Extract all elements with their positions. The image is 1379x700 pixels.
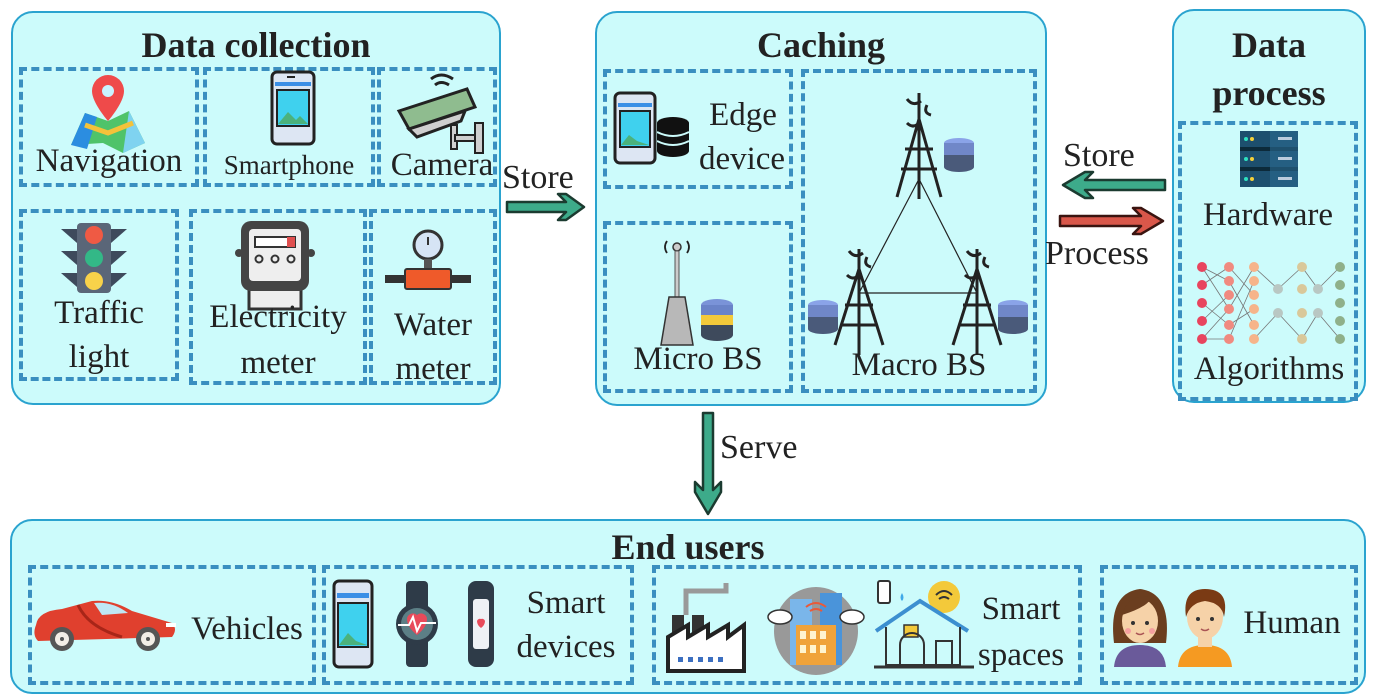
woman-avatar-icon bbox=[1113, 589, 1167, 667]
camera-box bbox=[377, 67, 497, 187]
macro-bs-box bbox=[801, 69, 1037, 393]
neural-network-icon bbox=[1197, 262, 1345, 344]
human-label: Human bbox=[1243, 605, 1341, 641]
camera-label: Camera bbox=[390, 147, 494, 183]
water-meter-label-line1: Water bbox=[394, 307, 472, 343]
smart-city-icon bbox=[767, 587, 865, 675]
end-users-title: End users bbox=[611, 527, 765, 567]
data-process-title-line1: Data bbox=[1232, 25, 1306, 65]
store-arrow-label-left: Store bbox=[502, 159, 574, 196]
edge-device-icon bbox=[613, 91, 690, 165]
traffic-light-box bbox=[19, 209, 179, 381]
store-arrow-right-icon bbox=[505, 192, 586, 222]
traffic-light-icon bbox=[61, 223, 127, 293]
process-arrow-label: Process bbox=[1045, 235, 1149, 272]
end-users-panel: End users Vehicles Smart devices bbox=[10, 519, 1366, 694]
traffic-light-label-line2: light bbox=[68, 339, 130, 375]
smartphone-box bbox=[203, 67, 375, 187]
smart-spaces-label-line2: spaces bbox=[977, 637, 1065, 673]
man-avatar-icon bbox=[1178, 589, 1232, 667]
electricity-meter-label-line1: Electricity bbox=[209, 299, 347, 335]
macro-bs-label: Macro BS bbox=[851, 347, 987, 383]
smart-spaces-label-line1: Smart bbox=[981, 591, 1061, 627]
human-box bbox=[1100, 565, 1358, 685]
data-process-panel: Data process Hardware Algorithms bbox=[1172, 9, 1366, 403]
data-process-title-line2: process bbox=[1212, 73, 1326, 113]
smartwatch-icon bbox=[396, 581, 438, 667]
smartphone-label: Smartphone bbox=[223, 150, 355, 180]
edge-device-box bbox=[603, 69, 793, 189]
edge-device-label-line2: device bbox=[698, 141, 786, 177]
smart-devices-box bbox=[322, 565, 634, 685]
smart-spaces-box bbox=[652, 565, 1082, 685]
factory-icon bbox=[666, 583, 746, 673]
vehicles-box bbox=[28, 565, 316, 685]
store-arrow-label-right: Store bbox=[1063, 137, 1135, 174]
macro-base-station-icon bbox=[808, 93, 1028, 355]
caching-panel: Caching Edge device Micro BS bbox=[595, 11, 1047, 406]
smart-devices-label-line2: devices bbox=[516, 629, 616, 665]
server-icon bbox=[1240, 131, 1298, 187]
db-left bbox=[808, 300, 838, 334]
data-process-box bbox=[1178, 121, 1358, 401]
serve-arrow-label: Serve bbox=[720, 429, 798, 466]
smart-home-icon bbox=[874, 580, 974, 669]
data-collection-panel: Data collection Navigation Smartphone Ca… bbox=[11, 11, 501, 405]
water-meter-icon bbox=[385, 229, 471, 290]
tower-left bbox=[833, 249, 885, 355]
tower-right bbox=[951, 249, 1003, 355]
serve-arrow-down-icon bbox=[693, 411, 723, 516]
navigation-label: Navigation bbox=[35, 143, 183, 179]
security-camera-icon bbox=[396, 73, 484, 154]
vehicles-label: Vehicles bbox=[191, 611, 303, 647]
smart-devices-label-line1: Smart bbox=[526, 585, 606, 621]
car-icon bbox=[34, 600, 176, 651]
electricity-meter-box bbox=[189, 209, 367, 385]
data-collection-title: Data collection bbox=[141, 25, 371, 65]
algorithms-label: Algorithms bbox=[1193, 351, 1345, 387]
micro-bs-label: Micro BS bbox=[633, 341, 763, 377]
smartphone-icon bbox=[332, 579, 374, 669]
hardware-label: Hardware bbox=[1202, 197, 1334, 233]
edge-device-label-line1: Edge bbox=[709, 97, 777, 133]
electricity-meter-icon bbox=[235, 221, 315, 311]
water-meter-label-line2: meter bbox=[395, 351, 471, 387]
process-arrow-right-icon bbox=[1058, 206, 1165, 236]
navigation-box bbox=[19, 67, 199, 187]
micro-bs-box bbox=[603, 221, 793, 393]
smartphone-icon bbox=[270, 70, 316, 146]
tower-top bbox=[895, 93, 943, 199]
water-meter-box bbox=[369, 209, 497, 385]
traffic-light-label-line1: Traffic bbox=[54, 295, 144, 331]
micro-base-station-icon bbox=[660, 240, 733, 346]
db-top bbox=[944, 138, 974, 172]
caching-title: Caching bbox=[756, 25, 886, 65]
db-right bbox=[998, 300, 1028, 334]
map-pin-icon bbox=[71, 75, 145, 153]
fitness-band-icon bbox=[468, 581, 494, 667]
store-arrow-left-icon bbox=[1061, 170, 1167, 200]
electricity-meter-label-line2: meter bbox=[240, 345, 316, 381]
